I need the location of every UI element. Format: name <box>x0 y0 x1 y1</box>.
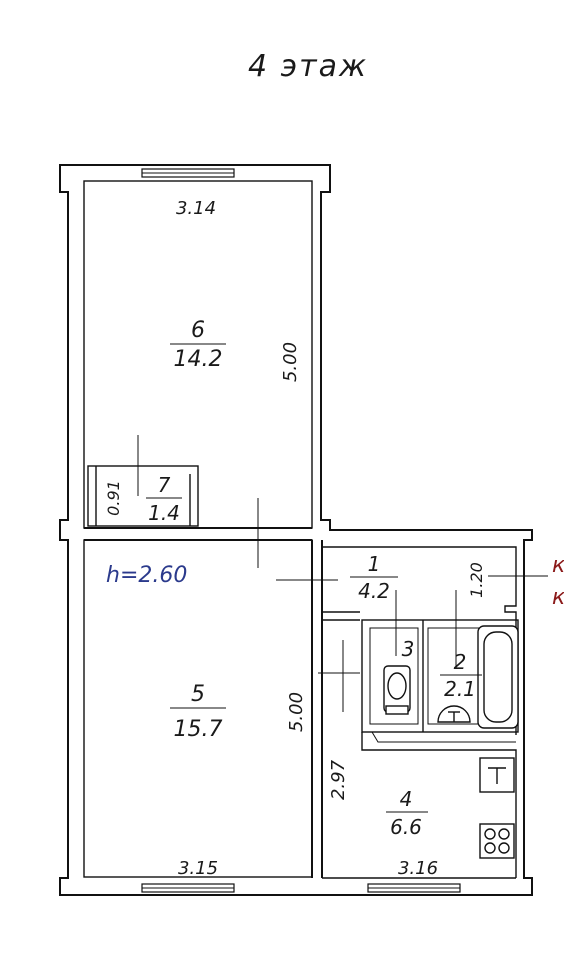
walls <box>59 164 548 896</box>
dim-room7-width: 0.91 <box>104 480 123 516</box>
room-7-area: 1.4 <box>148 501 180 525</box>
sink-icon <box>437 705 471 723</box>
room-4-area: 6.6 <box>390 815 422 839</box>
bathtub-icon <box>477 625 519 729</box>
dim-room6-length: 5.00 <box>280 342 301 382</box>
room-1-number: 1 <box>368 552 381 576</box>
room-6-number: 6 <box>191 318 205 343</box>
edge-mark-bottom: к <box>552 585 564 610</box>
edge-mark-top: к <box>552 553 564 578</box>
outer-wall <box>59 164 533 896</box>
dim-room5-width: 3.15 <box>178 858 218 879</box>
dim-room4-length: 2.97 <box>328 759 349 800</box>
windows <box>141 168 461 893</box>
kitchen-sink-icon <box>479 757 515 793</box>
room-4-number: 4 <box>400 787 413 811</box>
toilet-icon <box>383 665 411 715</box>
dim-room4-width: 3.16 <box>398 858 438 879</box>
room-7-outline <box>87 465 199 527</box>
dim-room1-width: 1.20 <box>467 562 486 598</box>
room-2-number: 2 <box>454 650 467 674</box>
room-3-number: 3 <box>402 637 415 661</box>
room-5-area: 15.7 <box>174 717 223 742</box>
ceiling-height-label: h=2.60 <box>106 563 187 588</box>
room-6-area: 14.2 <box>174 347 223 372</box>
dim-room6-width: 3.14 <box>176 198 216 219</box>
stove-icon <box>479 823 515 859</box>
room-7-number: 7 <box>158 473 171 497</box>
dim-room5-length: 5.00 <box>286 692 307 732</box>
room-5-number: 5 <box>191 682 205 707</box>
room-2-area: 2.1 <box>444 677 476 701</box>
room-1-area: 4.2 <box>358 579 390 603</box>
floor-title: 4 этаж <box>248 49 368 84</box>
